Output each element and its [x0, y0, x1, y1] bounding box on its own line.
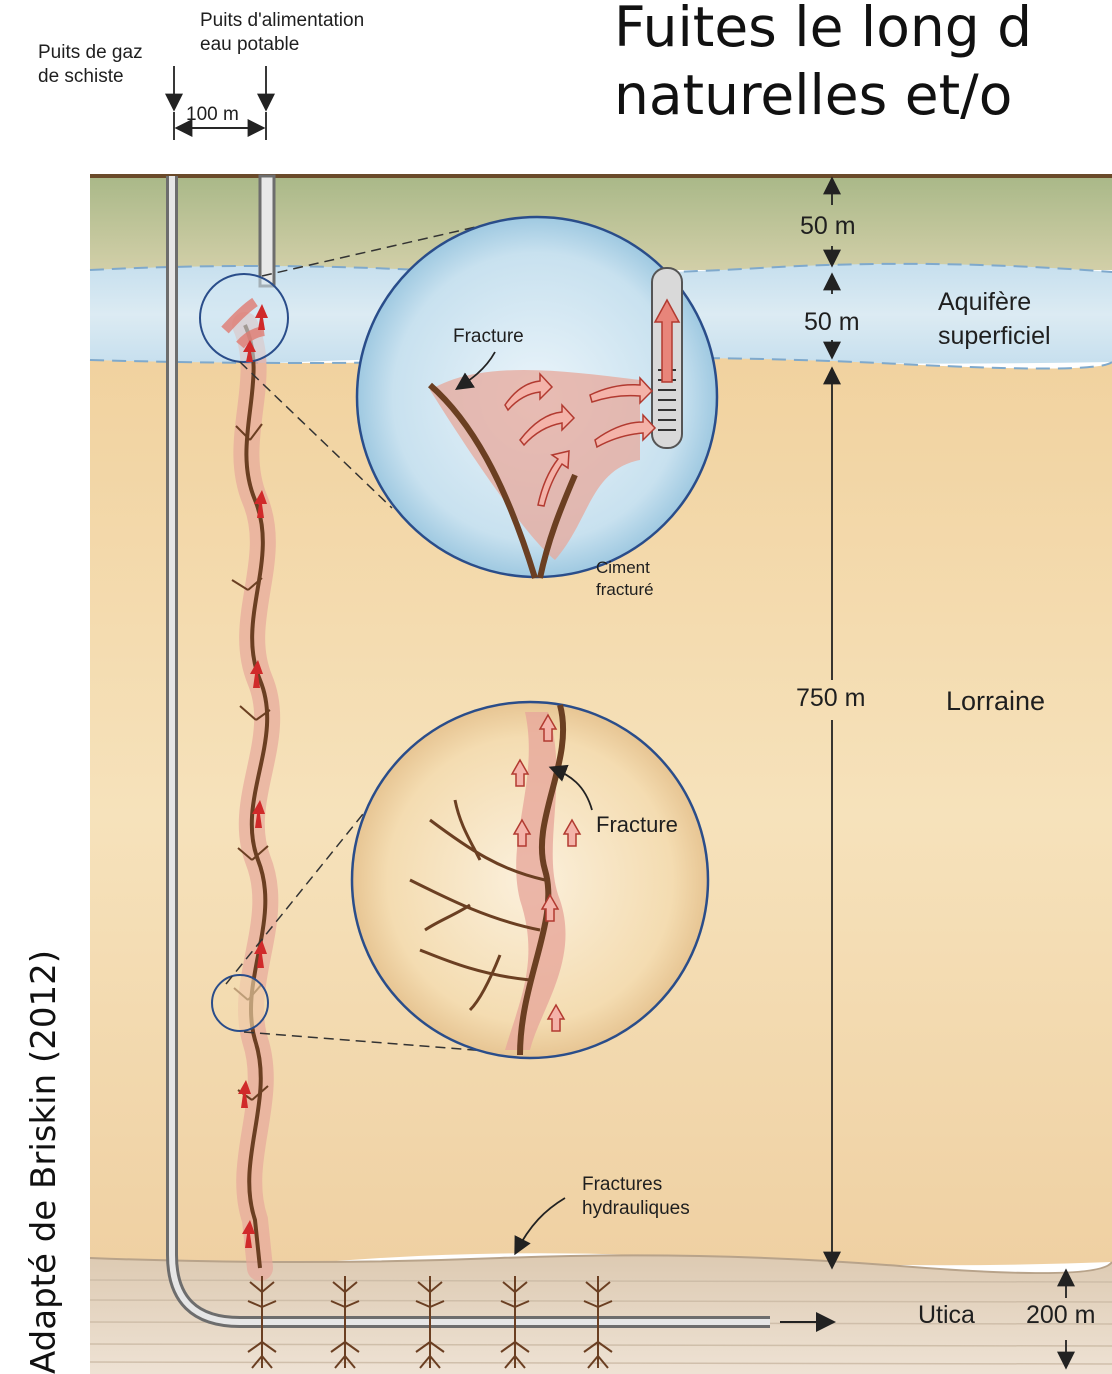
lorraine-depth-label: 750 m	[796, 684, 865, 712]
title-line-2: naturelles et/o	[614, 64, 1012, 126]
hydraulic-fractures-label-1: Fractures	[582, 1174, 662, 1196]
inset-top-fracture-label: Fracture	[453, 326, 524, 348]
lorraine-name: Lorraine	[946, 686, 1045, 716]
aquifer-name-1: Aquifère	[938, 288, 1031, 316]
cement-label-2: fracturé	[596, 580, 654, 600]
inset-bottom-fracture-label: Fracture	[596, 812, 678, 838]
zoom-ring-lorraine	[212, 975, 268, 1031]
aquifer-name-2: superficiel	[938, 322, 1051, 350]
soil-depth-label: 50 m	[800, 212, 856, 240]
inset-aquifer	[357, 217, 717, 578]
utica-depth-label: 200 m	[1026, 1301, 1095, 1329]
zoom-ring-aquifer	[200, 274, 288, 362]
gas-well-label-2: de schiste	[38, 66, 124, 88]
utica-name: Utica	[918, 1301, 975, 1329]
aquifer-depth-label: 50 m	[804, 308, 860, 336]
water-well-label-1: Puits d'alimentation	[200, 10, 364, 32]
water-supply-well	[260, 176, 274, 286]
hydraulic-fractures-label-2: hydrauliques	[582, 1198, 690, 1220]
inset-lorraine	[352, 702, 708, 1058]
well-spacing-label: 100 m	[186, 104, 239, 126]
source-credit: Adapté de Briskin (2012)	[24, 950, 64, 1374]
cement-label-1: Ciment	[596, 558, 650, 578]
gas-well-label-1: Puits de gaz	[38, 42, 143, 64]
title-line-1: Fuites le long d	[614, 0, 1032, 58]
water-well-label-2: eau potable	[200, 34, 299, 56]
